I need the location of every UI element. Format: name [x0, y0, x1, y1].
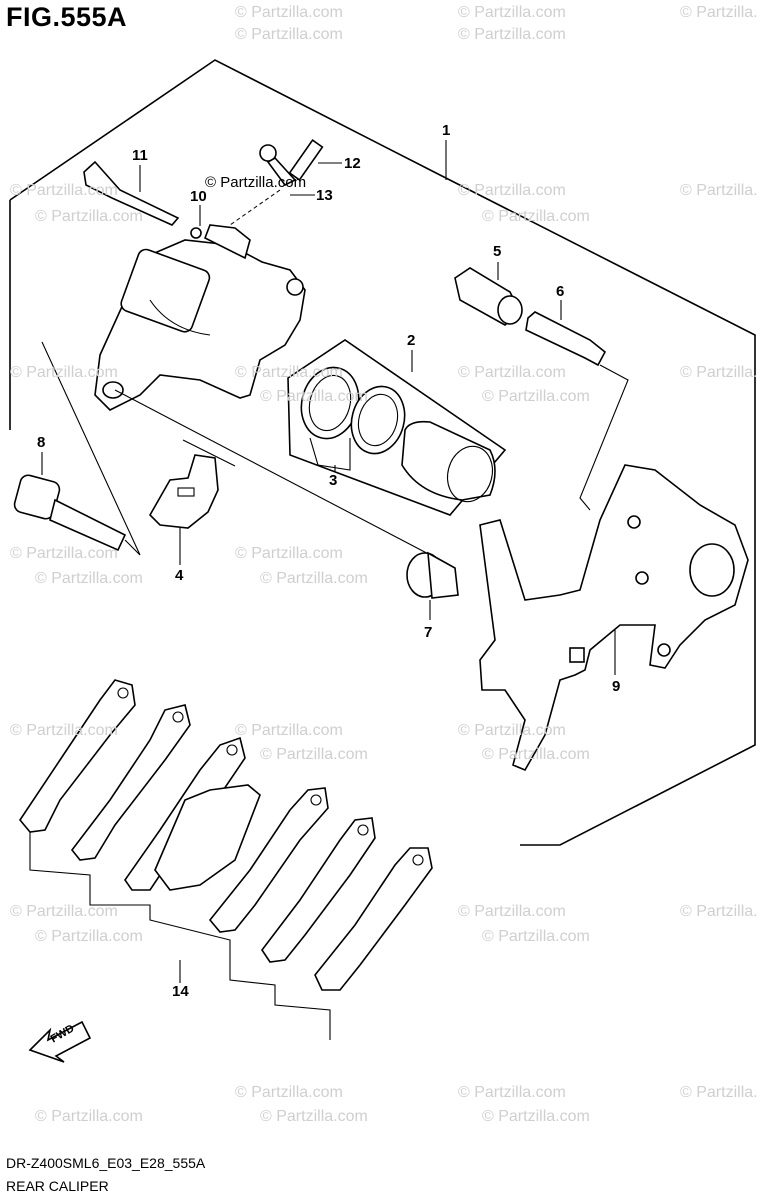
watermark: © Partzilla.com [260, 1108, 368, 1125]
callout-9: 9 [612, 678, 621, 695]
assembly-guide-line [114, 389, 441, 561]
callout-12: 12 [344, 155, 361, 172]
watermark: © Partzilla.com [458, 4, 566, 21]
callout-6: 6 [556, 283, 565, 300]
watermark: © Partzilla.com [680, 182, 757, 199]
leader-3 [309, 437, 351, 471]
watermark: © Partzilla.com [10, 545, 118, 562]
watermark: © Partzilla.com [235, 364, 343, 381]
model-code-label: DR-Z400SML6_E03_E28_555A [6, 1155, 206, 1171]
callout-14: 14 [172, 983, 189, 1000]
watermark: © Partzilla.com [235, 26, 343, 43]
brake-pad-set-part [19, 679, 433, 991]
bolt-11-part [83, 160, 202, 239]
piston-part [401, 420, 496, 503]
watermark: © Partzilla.com [458, 722, 566, 739]
pin-8-part [13, 474, 127, 552]
callout-7: 7 [424, 624, 433, 641]
assembly-guide-line-2 [579, 364, 629, 511]
boot-part [406, 551, 459, 599]
watermark: © Partzilla.com [235, 722, 343, 739]
watermark: © Partzilla.com [458, 182, 566, 199]
watermark: © Partzilla.com [482, 388, 590, 405]
leader-4-guide [182, 439, 236, 467]
watermark: © Partzilla.com [235, 1084, 343, 1101]
watermark: © Partzilla.com [482, 208, 590, 225]
watermark: © Partzilla.com [260, 570, 368, 587]
watermark: © Partzilla.com [680, 903, 757, 920]
caliper-body-part [94, 224, 306, 411]
watermark: © Partzilla.com [458, 903, 566, 920]
callout-13: 13 [316, 187, 333, 204]
figure-title: FIG.555A [6, 2, 128, 32]
leader-13 [229, 189, 281, 226]
watermark: © Partzilla.com [260, 388, 368, 405]
watermark: © Partzilla.com [35, 208, 143, 225]
overlay-watermark: © Partzilla.com [205, 174, 307, 191]
watermark: © Partzilla.com [680, 4, 757, 21]
watermark: © Partzilla.com [35, 1108, 143, 1125]
callout-4: 4 [175, 567, 184, 584]
watermark: © Partzilla.com [10, 903, 118, 920]
part-group-label: REAR CALIPER [6, 1178, 109, 1194]
watermark: © Partzilla.com [458, 364, 566, 381]
watermark: © Partzilla.com [10, 182, 118, 199]
pad-spring-part [149, 454, 219, 529]
caliper-bracket-part [479, 464, 749, 772]
sleeve-5-part [454, 267, 523, 326]
callout-11: 11 [132, 147, 148, 164]
pin-6-part [525, 311, 607, 367]
watermark: © Partzilla.com [260, 746, 368, 763]
bleeder-valve-part [259, 139, 324, 187]
callout-1: 1 [442, 122, 451, 139]
watermark: © Partzilla.com [35, 928, 143, 945]
forward-arrow [28, 1020, 92, 1063]
watermark: © Partzilla.com [680, 364, 757, 381]
watermark: © Partzilla.com [10, 364, 118, 381]
piston-seal-part [300, 366, 406, 455]
watermark: © Partzilla.com [482, 1108, 590, 1125]
watermark: © Partzilla.com [458, 26, 566, 43]
watermark: © Partzilla.com [482, 746, 590, 763]
callout-5: 5 [493, 243, 502, 260]
assembly-boundary [9, 59, 756, 846]
callout-2: 2 [407, 332, 416, 349]
watermark: © Partzilla.com [35, 570, 143, 587]
callout-3: 3 [329, 472, 338, 489]
watermark: © Partzilla.com [10, 722, 118, 739]
watermark: © Partzilla.com [482, 928, 590, 945]
callout-8: 8 [37, 434, 46, 451]
watermark: © Partzilla.com [235, 4, 343, 21]
watermark: © Partzilla.com [235, 545, 343, 562]
pin-8-guide [41, 341, 141, 556]
pads-group-boundary [29, 832, 331, 1040]
watermark: © Partzilla.com [680, 1084, 757, 1101]
watermark: © Partzilla.com [458, 1084, 566, 1101]
callout-10: 10 [190, 188, 207, 205]
